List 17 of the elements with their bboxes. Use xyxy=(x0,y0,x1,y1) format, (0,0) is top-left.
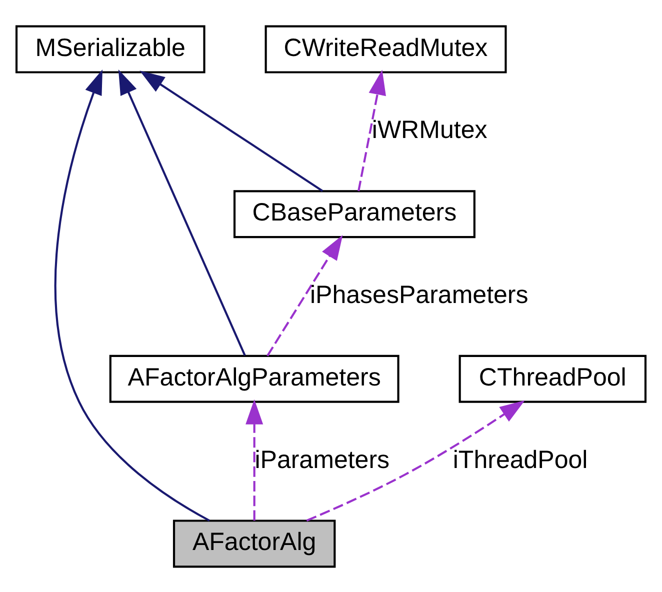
arrow xyxy=(246,398,264,520)
node-box: AFactorAlgParameters xyxy=(109,354,400,402)
arrow xyxy=(54,69,210,522)
arrow xyxy=(358,69,386,191)
node-box: CBaseParameters xyxy=(233,190,476,238)
arrow xyxy=(118,69,246,356)
edge-label: iThreadPool xyxy=(452,445,588,474)
arrow xyxy=(140,70,324,192)
edge-label: iParameters xyxy=(254,445,390,474)
node-box: CWriteReadMutex xyxy=(264,24,507,73)
node-box: CThreadPool xyxy=(458,354,647,402)
node-box: MSerializable xyxy=(15,24,206,73)
arrow xyxy=(306,400,525,522)
node-box: AFactorAlg xyxy=(172,519,336,568)
arrow xyxy=(266,234,343,356)
edge-label: iPhasesParameters xyxy=(310,280,528,308)
edge-label: iWRMutex xyxy=(372,116,488,144)
